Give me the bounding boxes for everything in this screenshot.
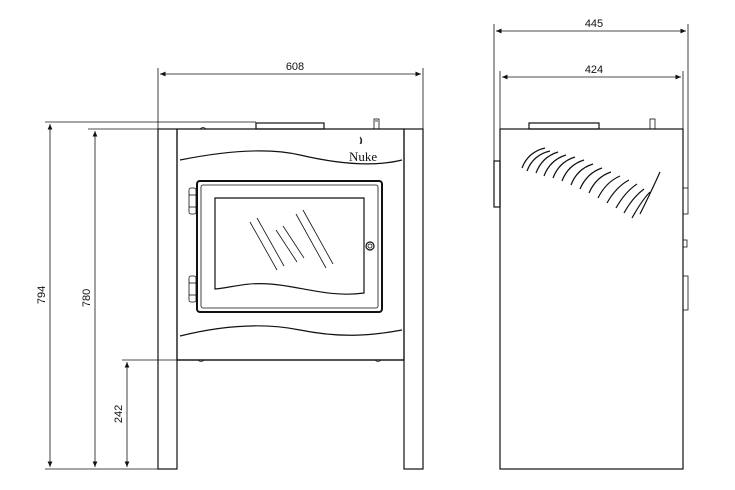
side-top-knob	[649, 118, 656, 130]
dim-242-label: 242	[113, 405, 125, 423]
front-right-leg	[403, 128, 424, 470]
front-left-leg	[157, 128, 178, 470]
dim-608-label: 608	[286, 61, 304, 73]
dim-445-label: 445	[585, 18, 603, 30]
dim-424-label: 424	[585, 64, 603, 76]
lower-wave	[179, 325, 403, 337]
lower-hinge	[188, 275, 197, 303]
side-dimensions: 445 424	[493, 18, 689, 188]
brand-logo: Nuke	[349, 136, 377, 164]
side-hinge-lower	[682, 275, 689, 311]
dim-780-label: 780	[81, 289, 93, 307]
side-body	[499, 128, 684, 470]
front-view: Nuke	[157, 118, 424, 470]
door-frame	[196, 180, 383, 313]
side-vent-slots	[521, 147, 661, 219]
dim-794-label: 794	[36, 286, 48, 304]
side-view	[493, 118, 689, 470]
side-flue-collar	[528, 122, 600, 130]
glass-window	[214, 197, 365, 295]
side-front-handle	[493, 160, 501, 208]
side-hinge-upper	[682, 187, 689, 215]
upper-wave	[179, 150, 403, 165]
brand-logo-text: Nuke	[349, 149, 377, 164]
door-handle	[365, 241, 375, 251]
front-dimensions: 608 794 780 242	[36, 61, 424, 470]
top-knob	[373, 118, 380, 130]
upper-hinge	[188, 187, 197, 215]
flue-collar	[255, 122, 325, 130]
glass-reflection	[249, 221, 278, 271]
side-handle-knob	[682, 239, 688, 248]
